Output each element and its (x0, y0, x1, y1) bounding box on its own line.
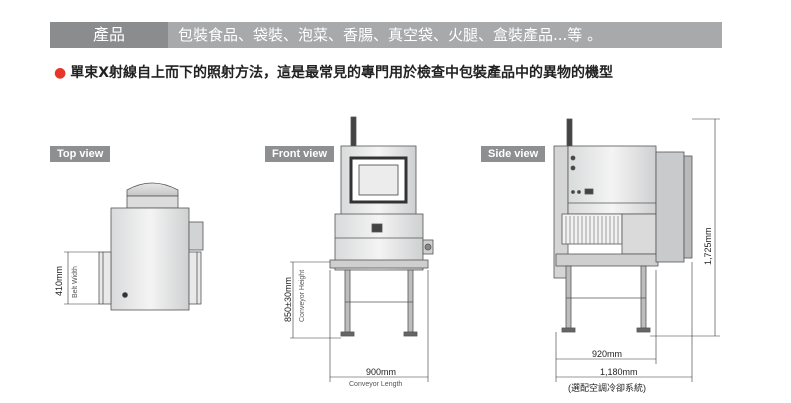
front-view-tag: Front view (265, 146, 335, 162)
side-view-dimensions (555, 118, 720, 382)
cooling-option-note: (選配空調冷卻系統) (568, 382, 646, 393)
description-line: ●單束X射線自上而下的照射方法，這是最常見的專門用於檢查中包裝產品中的異物的機型 (54, 62, 613, 82)
inner-width-value: 920mm (592, 349, 622, 359)
conveyor-length-caption: Conveyor Length (349, 381, 402, 388)
top-view-drawing (98, 182, 204, 311)
side-view-tag: Side view (481, 146, 546, 162)
banner-product-list: 包裝食品、袋裝、泡菜、香腸、真空袋、火腿、盒裝產品...等 。 (168, 22, 722, 48)
top-view-dimension (64, 251, 99, 305)
description-text: 單束X射線自上而下的照射方法，這是最常見的專門用於檢查中包裝產品中的異物的機型 (70, 65, 614, 81)
conveyor-height-caption: Conveyor Height (299, 270, 306, 322)
conveyor-height-value: 850±30mm (283, 277, 293, 322)
conveyor-length-value: 900mm (366, 367, 396, 377)
product-banner: 產品 包裝食品、袋裝、泡菜、香腸、真空袋、火腿、盒裝產品...等 。 (50, 22, 722, 48)
front-view-drawing (329, 116, 434, 337)
banner-label: 產品 (50, 22, 168, 48)
outer-width-value: 1,180mm (600, 367, 638, 377)
belt-width-caption: Belt Width (72, 266, 79, 298)
side-view-drawing (553, 118, 693, 333)
top-view-tag: Top view (50, 146, 111, 162)
total-height-value: 1,725mm (703, 227, 713, 265)
front-view-dimensions (290, 261, 429, 382)
bullet-icon: ● (54, 65, 67, 81)
belt-width-value: 410mm (54, 266, 64, 296)
